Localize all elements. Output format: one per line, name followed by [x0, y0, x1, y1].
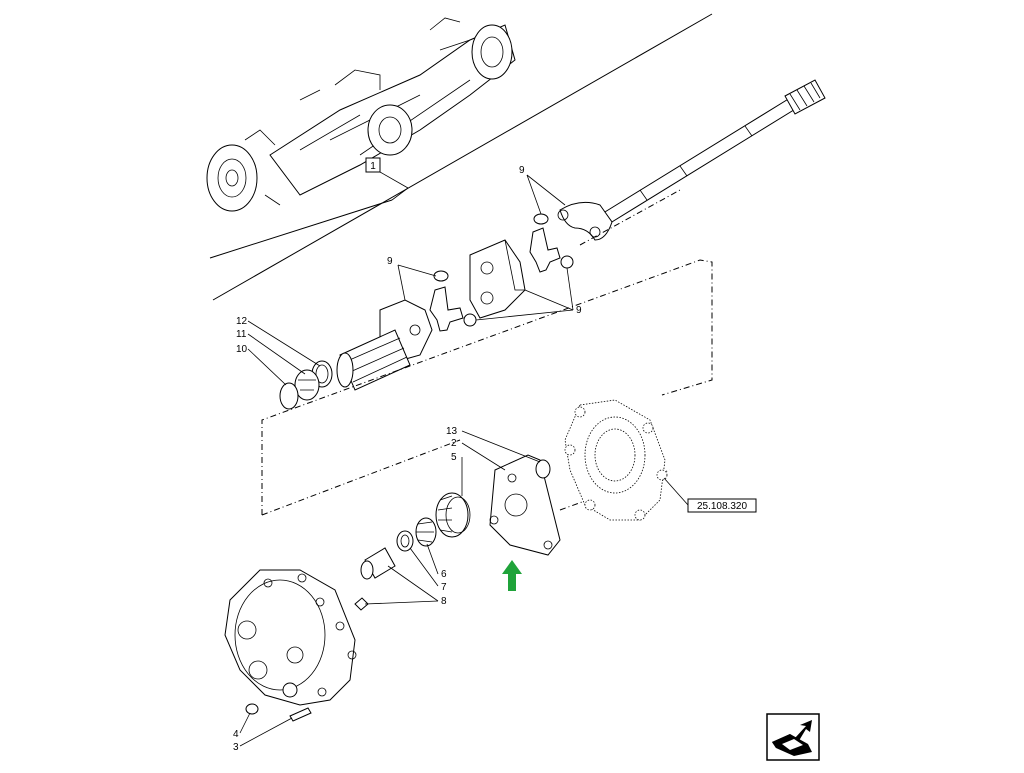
callout-5: 5 — [451, 452, 457, 463]
callout-12: 12 — [236, 316, 248, 327]
callout-labels: 9 9 9 12 11 10 13 2 5 6 7 8 4 3 — [233, 165, 582, 753]
callout-9-right: 9 — [576, 305, 582, 316]
callout-8: 8 — [441, 596, 447, 607]
reference-hub-dotted — [564, 399, 668, 521]
callout-9-top: 9 — [519, 165, 525, 176]
wheel-housing — [224, 569, 369, 722]
leader-lines — [239, 174, 689, 747]
drive-shaft — [557, 79, 826, 241]
reference-link[interactable]: 25.108.320 — [687, 498, 757, 513]
callout-3: 3 — [233, 742, 239, 753]
reference-label[interactable]: 25.108.320 — [697, 501, 747, 512]
callout-1: 1 — [370, 161, 376, 172]
callout-13: 13 — [446, 426, 458, 437]
callout-11: 11 — [236, 329, 247, 340]
callout-4: 4 — [233, 729, 239, 740]
universal-joint — [336, 213, 574, 391]
snap-rings — [279, 360, 333, 410]
navigation-return-icon[interactable] — [766, 713, 820, 761]
callout-2: 2 — [451, 438, 457, 449]
planetary-parts — [360, 454, 561, 580]
assembly-dashed-outline — [261, 189, 713, 516]
axle-assembly-illustration: 1 — [206, 13, 713, 301]
callout-7: 7 — [441, 582, 447, 593]
callout-9-left: 9 — [387, 256, 393, 267]
callout-6: 6 — [441, 569, 447, 580]
callout-10: 10 — [236, 344, 248, 355]
front-direction-arrow-icon — [502, 560, 522, 591]
